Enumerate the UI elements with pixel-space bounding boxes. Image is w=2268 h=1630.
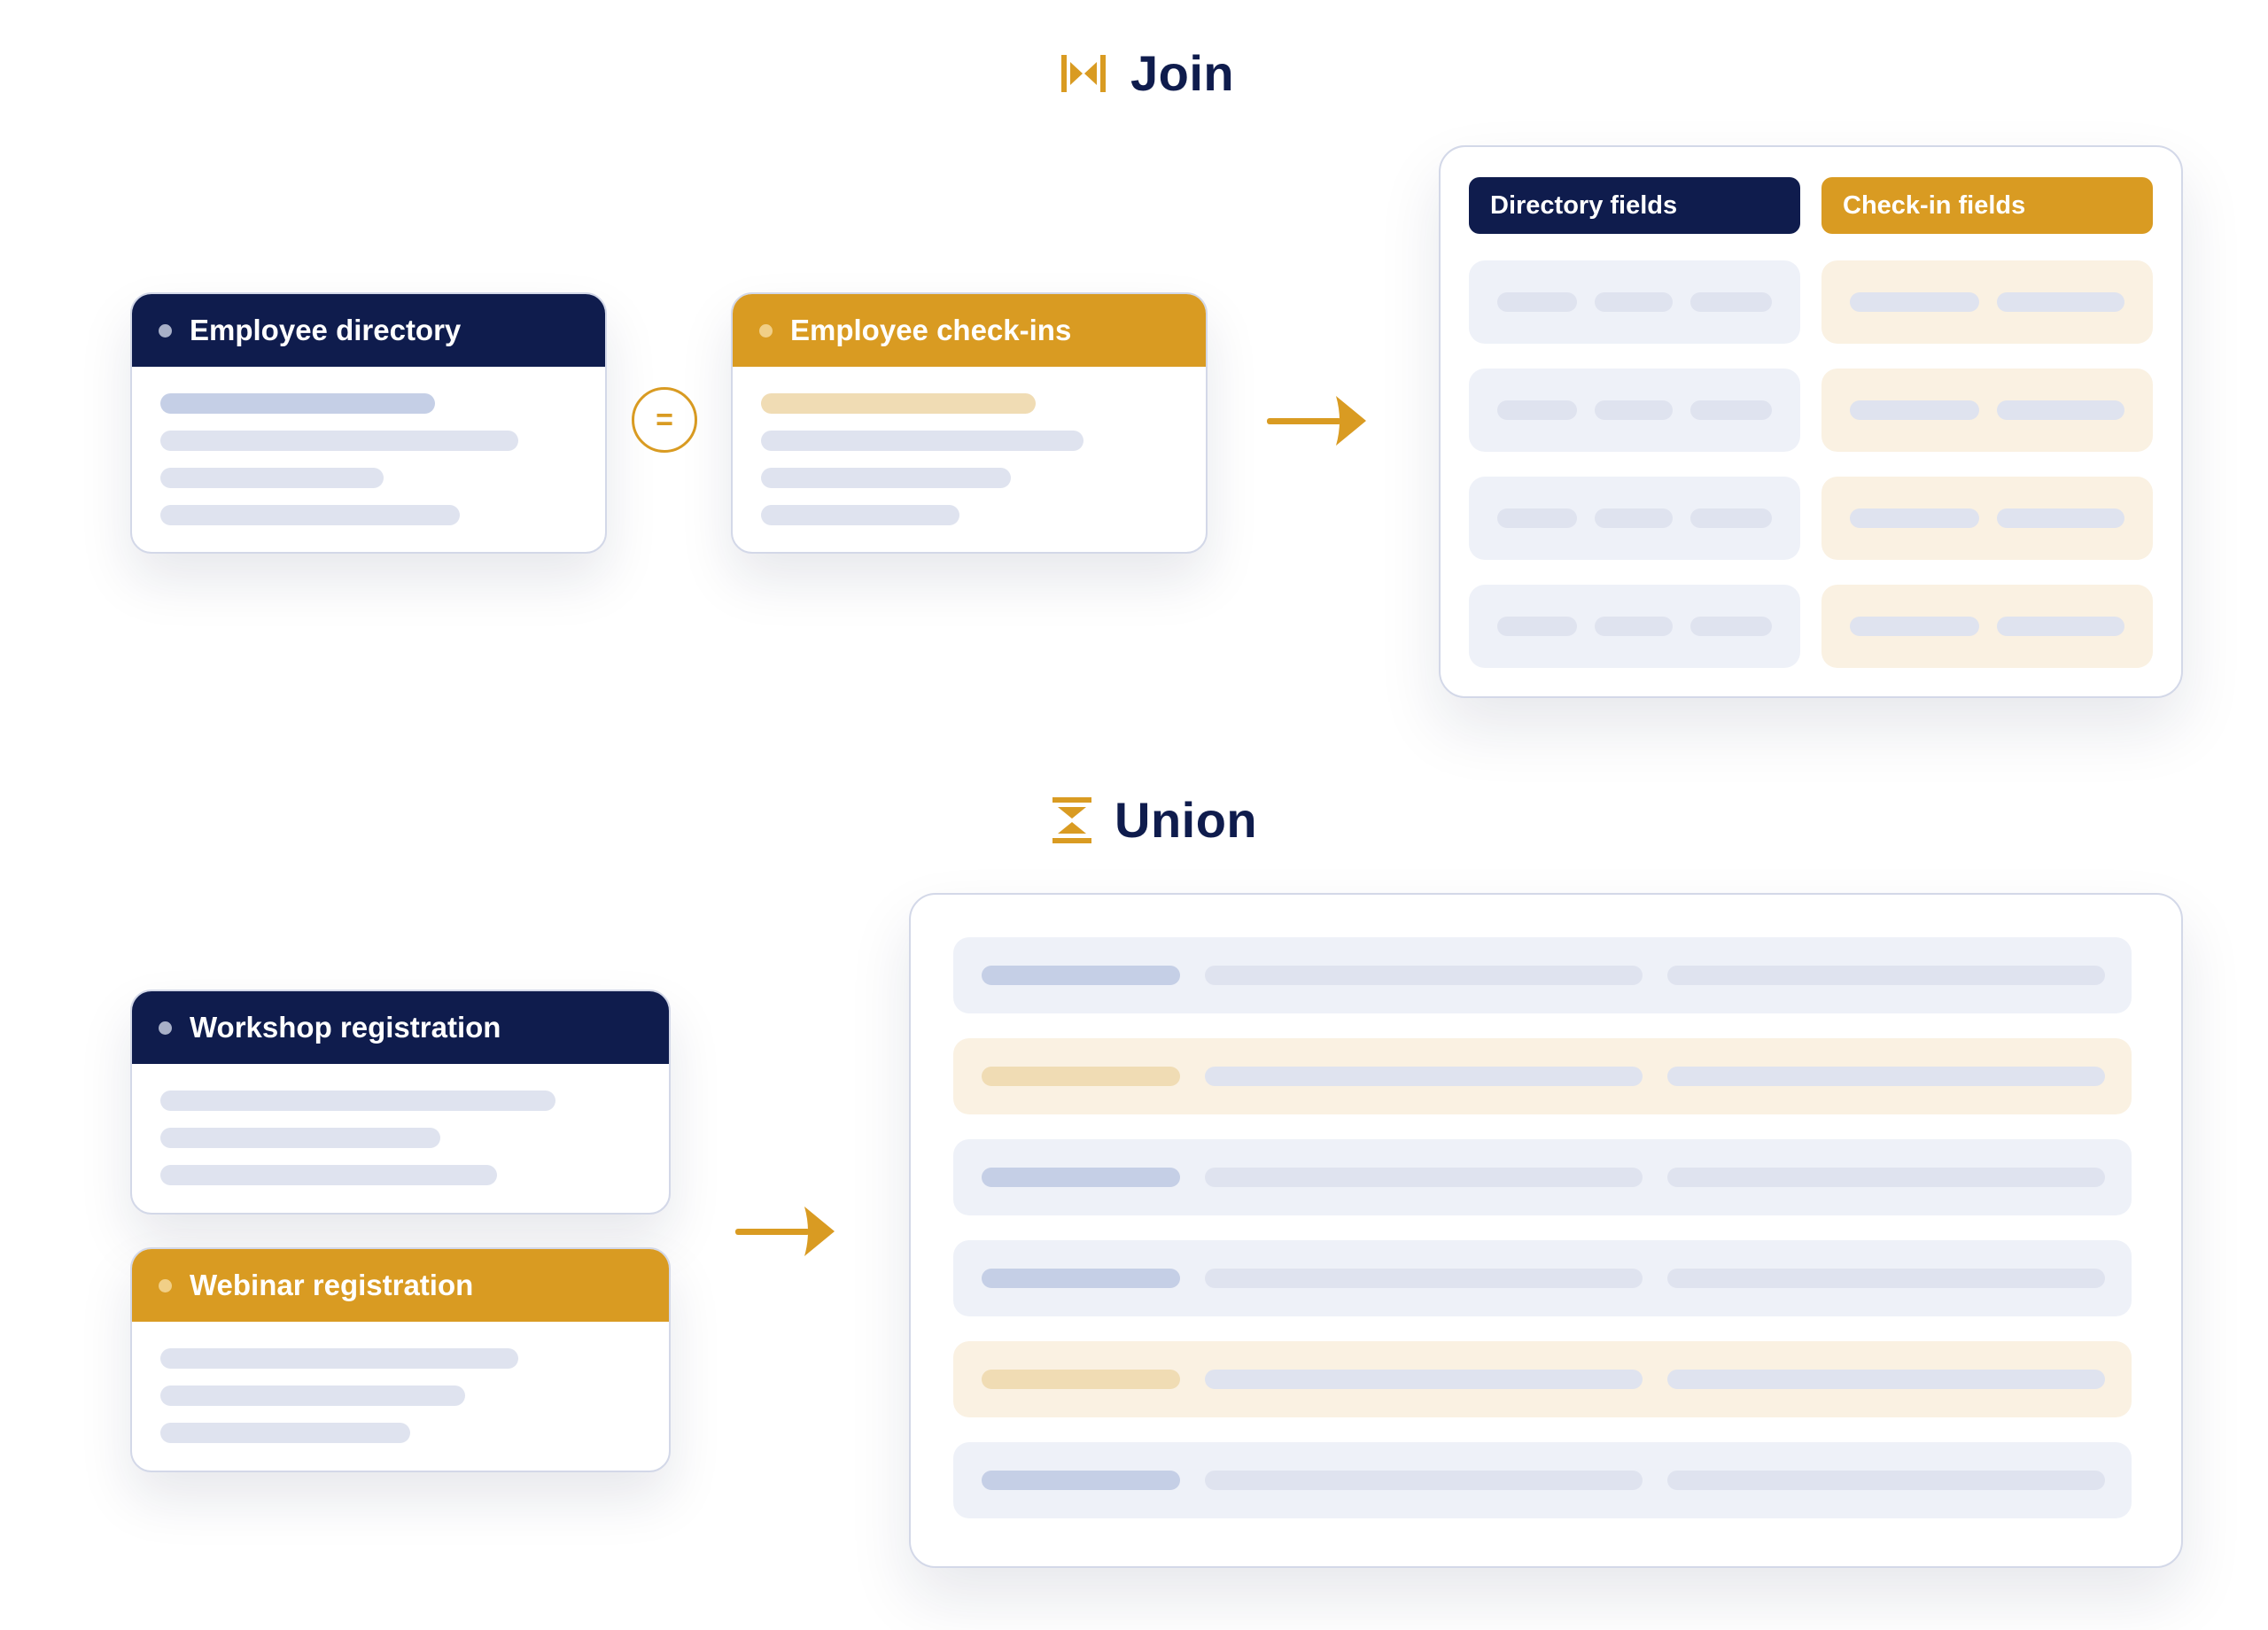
placeholder-pill (982, 1067, 1180, 1086)
placeholder-line (160, 1128, 440, 1148)
placeholder-pill (1205, 1471, 1643, 1490)
arrow-right-icon (1267, 396, 1366, 446)
placeholder-pill (1497, 508, 1577, 528)
placeholder-pill (1205, 1067, 1643, 1086)
placeholder-pill (1205, 1269, 1643, 1288)
workshop-registration-header: Workshop registration (132, 991, 669, 1064)
placeholder-pill (1497, 292, 1577, 312)
placeholder-pill (1997, 292, 2124, 312)
placeholder-pill (1690, 292, 1772, 312)
placeholder-pill (1850, 292, 1979, 312)
union-result-row-gold (953, 1341, 2132, 1417)
placeholder-pill (982, 1269, 1180, 1288)
placeholder-line (160, 1165, 497, 1185)
join-title: Join (1060, 44, 1234, 102)
directory-fields-column-header: Directory fields (1469, 177, 1800, 234)
union-result-row-gold (953, 1038, 2132, 1114)
employee-directory-label: Employee directory (190, 314, 462, 346)
placeholder-pill (1667, 1067, 2105, 1086)
header-dot-icon (159, 1278, 172, 1292)
employee-checkins-label: Employee check-ins (790, 314, 1072, 346)
placeholder-pill (1497, 617, 1577, 636)
placeholder-pill (1850, 400, 1979, 420)
union-result-row-navy (953, 1240, 2132, 1316)
header-dot-icon (159, 323, 172, 338)
placeholder-pill (1997, 508, 2124, 528)
table-cell (1469, 260, 1800, 344)
placeholder-pill (982, 966, 1180, 985)
placeholder-pill (1205, 1370, 1643, 1389)
placeholder-line (160, 431, 518, 451)
placeholder-line (761, 505, 959, 525)
placeholder-pill (1667, 1269, 2105, 1288)
placeholder-pill (1850, 508, 1979, 528)
placeholder-pill (1997, 400, 2124, 420)
table-cell (1469, 369, 1800, 452)
placeholder-line (160, 1423, 410, 1443)
checkin-fields-label: Check-in fields (1843, 190, 2026, 220)
union-title-text: Union (1115, 792, 1258, 848)
placeholder-line (761, 393, 1036, 414)
placeholder-pill (1850, 617, 1979, 636)
table-cell (1469, 585, 1800, 668)
header-dot-icon (759, 323, 773, 338)
join-operator-symbol: = (656, 402, 673, 437)
placeholder-line (160, 1091, 555, 1111)
union-title: Union (1052, 791, 1257, 849)
webinar-registration-label: Webinar registration (190, 1269, 474, 1301)
checkin-fields-column-header: Check-in fields (1821, 177, 2153, 234)
union-icon (1052, 796, 1091, 843)
placeholder-pill (1667, 1471, 2105, 1490)
placeholder-pill (1595, 508, 1673, 528)
placeholder-pill (1690, 400, 1772, 420)
placeholder-pill (982, 1471, 1180, 1490)
header-dot-icon (159, 1021, 172, 1035)
table-cell (1469, 477, 1800, 560)
union-result-row-navy (953, 1139, 2132, 1215)
table-cell (1821, 260, 2153, 344)
join-icon (1061, 54, 1106, 92)
placeholder-pill (1667, 1168, 2105, 1187)
join-title-text: Join (1130, 45, 1235, 101)
employee-directory-card[interactable]: Employee directory (130, 292, 607, 554)
employee-directory-header: Employee directory (132, 294, 605, 367)
placeholder-line (160, 1386, 465, 1406)
placeholder-pill (982, 1168, 1180, 1187)
placeholder-line (160, 393, 435, 414)
placeholder-pill (1997, 617, 2124, 636)
table-cell (1821, 369, 2153, 452)
union-result-table (909, 893, 2183, 1568)
placeholder-pill (982, 1370, 1180, 1389)
placeholder-pill (1205, 966, 1643, 985)
placeholder-pill (1595, 400, 1673, 420)
placeholder-pill (1595, 617, 1673, 636)
webinar-registration-card[interactable]: Webinar registration (130, 1247, 671, 1472)
table-cell (1821, 585, 2153, 668)
placeholder-pill (1667, 966, 2105, 985)
join-result-table: Directory fields Check-in fields (1439, 145, 2183, 698)
placeholder-line (160, 505, 460, 525)
employee-checkins-card[interactable]: Employee check-ins (731, 292, 1208, 554)
directory-fields-label: Directory fields (1490, 190, 1678, 220)
union-result-row-navy (953, 1442, 2132, 1518)
union-result-row-navy (953, 937, 2132, 1013)
placeholder-line (761, 431, 1084, 451)
table-cell (1821, 477, 2153, 560)
workshop-registration-card[interactable]: Workshop registration (130, 990, 671, 1215)
placeholder-line (160, 468, 384, 488)
placeholder-line (160, 1348, 518, 1369)
employee-checkins-header: Employee check-ins (733, 294, 1206, 367)
webinar-registration-header: Webinar registration (132, 1249, 669, 1322)
placeholder-pill (1690, 617, 1772, 636)
placeholder-pill (1497, 400, 1577, 420)
workshop-registration-label: Workshop registration (190, 1011, 501, 1044)
placeholder-pill (1667, 1370, 2105, 1389)
placeholder-pill (1205, 1168, 1643, 1187)
equals-icon: = (632, 387, 697, 453)
placeholder-pill (1690, 508, 1772, 528)
placeholder-line (761, 468, 1011, 488)
arrow-right-icon (735, 1207, 835, 1256)
placeholder-pill (1595, 292, 1673, 312)
